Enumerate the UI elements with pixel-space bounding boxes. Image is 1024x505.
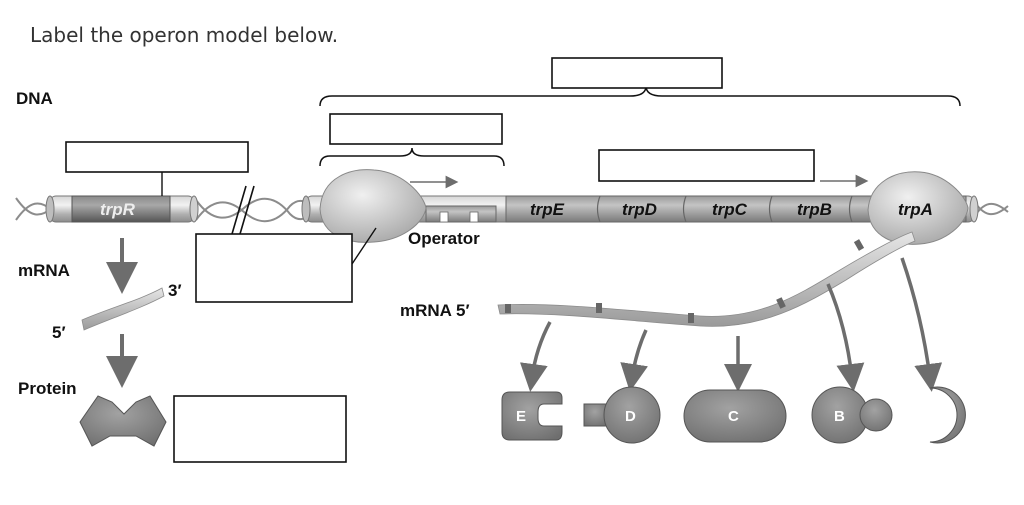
enzyme-E-letter: E bbox=[516, 408, 526, 425]
leader-line-polymerase bbox=[351, 227, 377, 265]
dna-row-label: DNA bbox=[16, 89, 53, 108]
operon-brace bbox=[319, 85, 961, 107]
regulator-gene-segment bbox=[45, 195, 199, 223]
operator-label: Operator bbox=[408, 229, 480, 248]
gene-label-trpD: trpD bbox=[622, 200, 657, 219]
answer-box-regulatory-gene[interactable] bbox=[65, 141, 249, 173]
gene-label-trpE: trpE bbox=[530, 200, 565, 219]
enzyme-A: A bbox=[929, 386, 966, 444]
enzyme-C: C bbox=[683, 389, 787, 443]
answer-box-promoter-operator[interactable] bbox=[329, 113, 503, 145]
operon-mrna-strand bbox=[497, 231, 916, 327]
mrna-row-label: mRNA bbox=[18, 261, 70, 280]
enzyme-E: E bbox=[501, 391, 563, 441]
repressor-protein bbox=[79, 395, 167, 447]
operator-site bbox=[425, 205, 497, 223]
operon-mrna-label: mRNA 5′ bbox=[400, 301, 470, 320]
gene-label-trpB: trpB bbox=[797, 200, 832, 219]
enzyme-D: D bbox=[583, 386, 661, 444]
gene-label-trpA: trpA bbox=[898, 200, 933, 219]
mrna-gene-boundaries bbox=[505, 239, 865, 323]
promoter-operator-brace bbox=[319, 147, 505, 167]
enzyme-A-letter: A bbox=[930, 408, 941, 425]
answer-box-structural-genes[interactable] bbox=[598, 149, 815, 182]
gene-label-trpC: trpC bbox=[712, 200, 748, 219]
answer-box-rna-polymerase[interactable] bbox=[195, 233, 353, 303]
instruction-text: Label the operon model below. bbox=[30, 23, 338, 47]
enzyme-B-letter: B bbox=[834, 408, 845, 425]
answer-box-repressor-protein[interactable] bbox=[173, 395, 347, 463]
dna-break-mark bbox=[231, 185, 255, 235]
answer-box-operon[interactable] bbox=[551, 57, 723, 89]
enzyme-C-letter: C bbox=[728, 408, 739, 425]
translation-arrows-operon bbox=[519, 257, 943, 392]
enzyme-D-letter: D bbox=[625, 408, 636, 425]
regulator-mrna-3-prime: 3′ bbox=[168, 281, 182, 300]
protein-row-label: Protein bbox=[18, 379, 77, 398]
regulator-mrna-5-prime: 5′ bbox=[52, 323, 66, 342]
dna-helix-middle bbox=[195, 198, 313, 222]
regulator-mrna-strand bbox=[81, 287, 165, 331]
enzyme-B: B bbox=[811, 386, 893, 444]
regulator-gene-label: trpR bbox=[100, 200, 136, 219]
